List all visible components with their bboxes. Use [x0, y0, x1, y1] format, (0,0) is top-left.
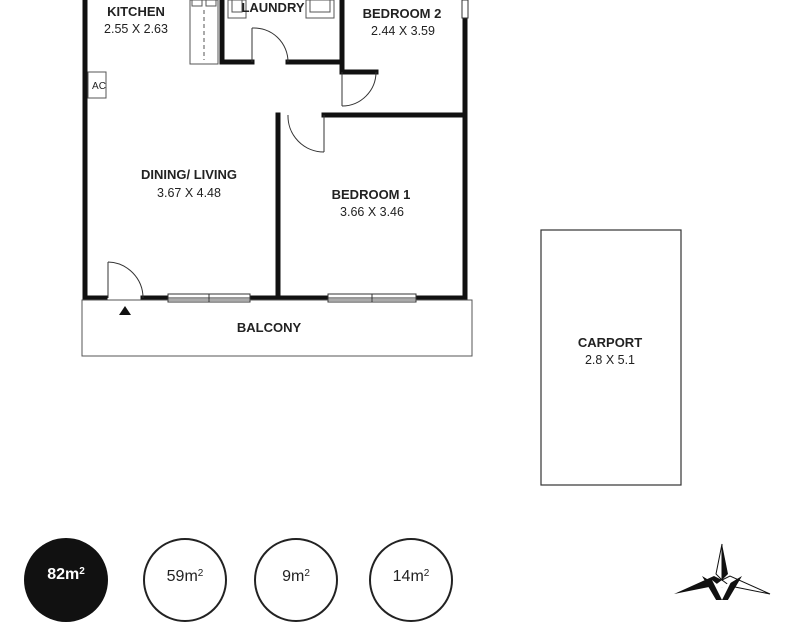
laundry-tub — [227, 0, 247, 19]
carport-name: CARPORT — [578, 335, 642, 350]
ac-label: AC — [92, 81, 106, 92]
compass-icon — [674, 543, 771, 600]
balcony-name: BALCONY — [237, 320, 302, 335]
laundry-appliance — [305, 0, 335, 19]
door-entry — [107, 261, 144, 299]
window-bedroom2 — [461, 0, 469, 19]
carport-outline — [540, 229, 682, 486]
doors — [107, 27, 377, 299]
balcony-outline — [81, 299, 473, 357]
kitchen-dims: 2.55 X 2.63 — [104, 22, 168, 36]
bedroom1-name: BEDROOM 1 — [332, 187, 411, 202]
floor-plan: KITCHEN 2.55 X 2.63 LAUNDRY BEDROOM 2 2.… — [81, 0, 771, 600]
kitchen-name: KITCHEN — [107, 4, 165, 19]
entry-arrow-icon — [119, 306, 131, 315]
dining-living-dims: 3.67 X 4.48 — [157, 186, 221, 200]
door-bedroom2 — [341, 71, 377, 107]
door-bedroom1 — [287, 114, 325, 153]
walls — [82, 0, 468, 301]
carport-dims: 2.8 X 5.1 — [585, 353, 635, 367]
dining-living-name: DINING/ LIVING — [141, 167, 237, 182]
bedroom2-name: BEDROOM 2 — [363, 6, 442, 21]
kitchen-bench — [189, 0, 219, 65]
windows — [167, 0, 469, 303]
bedroom1-dims: 3.66 X 3.46 — [340, 205, 404, 219]
kitchen-fixtures — [87, 0, 335, 99]
door-laundry — [251, 27, 289, 63]
laundry-name: LAUNDRY — [241, 0, 304, 15]
bedroom2-dims: 2.44 X 3.59 — [371, 24, 435, 38]
ac-unit — [87, 71, 107, 99]
